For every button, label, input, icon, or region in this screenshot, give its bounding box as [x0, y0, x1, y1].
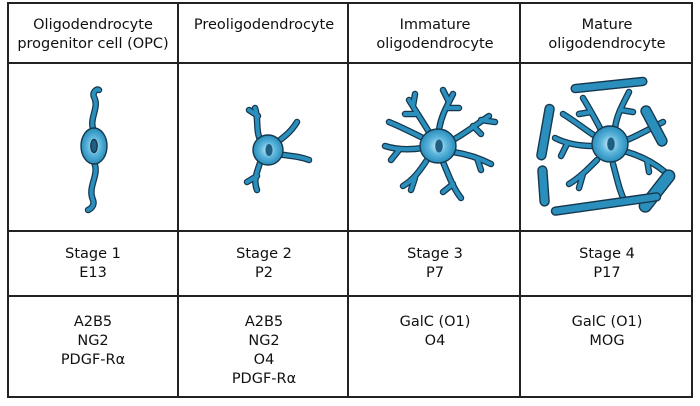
stage-age: P2 [255, 264, 273, 281]
stage-cell-3: Stage 3 P7 [349, 232, 521, 295]
markers-cell-1: A2B5 NG2 PDGF-Rα [7, 297, 179, 398]
mature-oligodendrocyte-cell-icon [536, 76, 676, 216]
column-divider-1 [177, 2, 179, 398]
opc-bipolar-cell-icon [80, 86, 108, 214]
table-frame [7, 2, 693, 398]
stage-age: P17 [593, 264, 621, 281]
stage-cell-1: Stage 1 E13 [7, 232, 179, 295]
markers-cell-3: GalC (O1) O4 [349, 297, 521, 398]
header-cell-stage-2: Preoligodendrocyte [179, 2, 349, 62]
marker-label: NG2 [77, 333, 109, 349]
header-title-line: progenitor cell (OPC) [17, 36, 169, 52]
header-cell-stage-4: Mature oligodendrocyte [521, 2, 693, 62]
marker-label: PDGF-Rα [231, 371, 297, 387]
header-title-line: Preoligodendrocyte [193, 17, 335, 33]
row-divider-image [7, 230, 693, 232]
stage-age: E13 [79, 264, 107, 281]
header-title-line: Oligodendrocyte [33, 17, 153, 33]
marker-label: PDGF-Rα [60, 352, 126, 368]
marker-label: NG2 [248, 333, 280, 349]
preoligodendrocyte-cell-icon [243, 104, 313, 194]
marker-label: MOG [589, 333, 625, 349]
markers-cell-2: A2B5 NG2 O4 PDGF-Rα [179, 297, 349, 398]
stage-label: Stage 4 [579, 245, 635, 262]
header-title-line: oligodendrocyte [376, 36, 494, 52]
header-cell-stage-3: Immature oligodendrocyte [349, 2, 521, 62]
oligodendrocyte-stage-table: Oligodendrocyte progenitor cell (OPC) Pr… [7, 2, 693, 398]
row-divider-header [7, 62, 693, 64]
marker-label: A2B5 [244, 314, 284, 330]
marker-label: A2B5 [73, 314, 113, 330]
stage-label: Stage 3 [407, 245, 463, 262]
header-title-line: oligodendrocyte [548, 36, 666, 52]
stage-cell-4: Stage 4 P17 [521, 232, 693, 295]
column-divider-2 [347, 2, 349, 398]
stage-label: Stage 1 [65, 245, 121, 262]
stage-label: Stage 2 [236, 245, 292, 262]
marker-label: GalC (O1) [399, 314, 471, 330]
header-title-line: Immature [399, 17, 471, 33]
marker-label: GalC (O1) [571, 314, 643, 330]
header-cell-stage-1: Oligodendrocyte progenitor cell (OPC) [7, 2, 179, 62]
marker-label: O4 [253, 352, 275, 368]
markers-cell-4: GalC (O1) MOG [521, 297, 693, 398]
stage-age: P7 [426, 264, 444, 281]
stage-cell-2: Stage 2 P2 [179, 232, 349, 295]
immature-oligodendrocyte-cell-icon [381, 86, 499, 202]
header-title-line: Mature [581, 17, 633, 33]
column-divider-3 [519, 2, 521, 398]
row-divider-stage [7, 295, 693, 297]
marker-label: O4 [424, 333, 446, 349]
